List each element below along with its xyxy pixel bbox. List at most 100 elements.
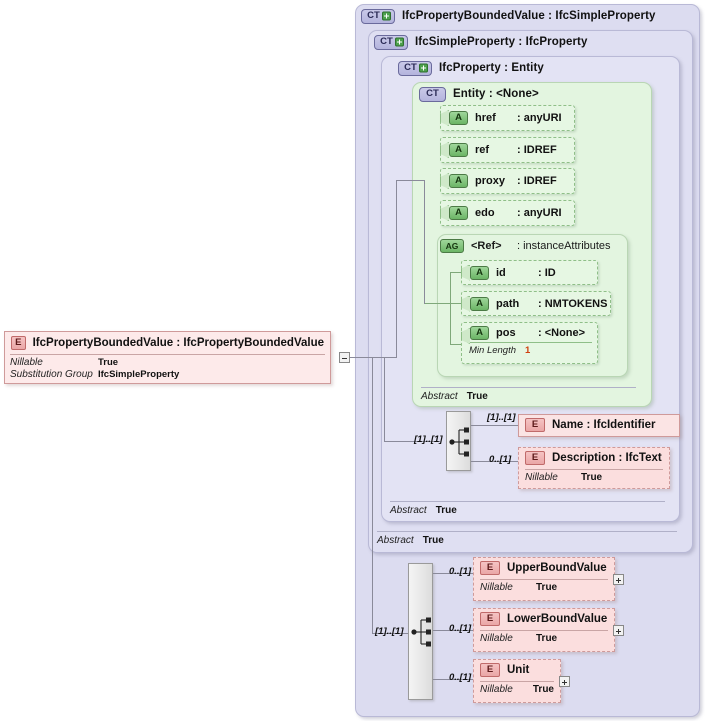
divider bbox=[421, 387, 636, 388]
connector bbox=[424, 180, 425, 304]
attribute-notch bbox=[461, 295, 470, 312]
element-header: E Name : IfcIdentifier bbox=[519, 415, 679, 435]
complex-type-expand-icon[interactable]: CT bbox=[374, 34, 408, 50]
attribute-proxy[interactable]: A proxy : IDREF bbox=[440, 168, 575, 194]
divider bbox=[480, 681, 554, 682]
root-element-box[interactable]: E IfcPropertyBoundedValue : IfcPropertyB… bbox=[4, 331, 331, 384]
element-header: E Description : IfcText bbox=[519, 448, 669, 468]
attribute-name: proxy bbox=[475, 175, 505, 187]
property-key: Nillable bbox=[525, 472, 558, 483]
connector bbox=[384, 357, 385, 441]
divider bbox=[480, 630, 608, 631]
connector bbox=[384, 441, 440, 442]
property-row: Nillable True bbox=[474, 631, 614, 647]
element-title: Description : IfcText bbox=[552, 452, 662, 464]
connector bbox=[396, 180, 397, 358]
sequence-compositor-bounded[interactable] bbox=[408, 563, 433, 700]
attribute-name: href bbox=[475, 112, 496, 124]
facet-value: 1 bbox=[525, 345, 531, 356]
attribute-icon: A bbox=[470, 265, 489, 280]
complex-type-title: IfcPropertyBoundedValue : IfcSimplePrope… bbox=[402, 10, 656, 22]
sequence-compositor-property[interactable] bbox=[446, 411, 471, 471]
attribute-icon: A bbox=[449, 143, 468, 157]
root-element-collapse-toggle[interactable] bbox=[339, 352, 350, 363]
element-icon: E bbox=[11, 336, 26, 350]
property-value: True bbox=[532, 684, 554, 695]
attribute-group-header[interactable]: AG <Ref> : instanceAttributes bbox=[440, 236, 611, 256]
attribute-id[interactable]: A id : ID bbox=[461, 260, 598, 285]
attribute-notch bbox=[440, 142, 449, 158]
element-box-unit[interactable]: E Unit Nillable True bbox=[473, 659, 561, 703]
element-title: LowerBoundValue bbox=[507, 613, 608, 625]
attribute-type: : IDREF bbox=[517, 144, 557, 156]
complex-type-header-ifcproperty[interactable]: CT IfcProperty : Entity bbox=[398, 57, 544, 79]
complex-type-title: IfcSimpleProperty : IfcProperty bbox=[415, 36, 588, 48]
divider bbox=[377, 531, 677, 532]
attribute-path[interactable]: A path : NMTOKENS bbox=[461, 291, 611, 316]
attribute-type: : IDREF bbox=[517, 175, 557, 187]
attribute-name: path bbox=[496, 297, 520, 310]
attribute-ref[interactable]: A ref : IDREF bbox=[440, 137, 575, 163]
attribute-type: : anyURI bbox=[517, 207, 562, 219]
property-key: Nillable bbox=[480, 633, 513, 644]
cardinality-label-property-sequence: [1]..[1] bbox=[414, 434, 443, 445]
property-row: Nillable True bbox=[474, 682, 560, 698]
attribute-group-connector bbox=[450, 272, 462, 273]
complex-type-title: IfcProperty : Entity bbox=[439, 62, 544, 74]
element-box-lowerboundvalue[interactable]: E LowerBoundValue Nillable True bbox=[473, 608, 615, 652]
element-icon: E bbox=[525, 418, 545, 432]
property-key: Substitution Group bbox=[10, 369, 93, 380]
expand-toggle-unit[interactable] bbox=[559, 676, 570, 687]
complex-type-expand-icon[interactable]: CT bbox=[361, 8, 395, 24]
abstract-value: True bbox=[422, 535, 444, 546]
facet-label: Min Length bbox=[469, 345, 517, 356]
expand-toggle-lowerboundvalue[interactable] bbox=[613, 625, 624, 636]
sequence-icon bbox=[411, 617, 431, 647]
cardinality-label-bounded-sequence: [1]..[1] bbox=[375, 626, 404, 637]
connector bbox=[471, 461, 518, 462]
connector bbox=[433, 630, 473, 631]
attribute-group-type: : instanceAttributes bbox=[517, 240, 611, 252]
cardinality-label-unit: 0..[1] bbox=[449, 672, 472, 683]
root-element-header: E IfcPropertyBoundedValue : IfcPropertyB… bbox=[5, 332, 330, 354]
attribute-group-name: <Ref> bbox=[471, 240, 502, 252]
property-row: Nillable True bbox=[519, 470, 669, 486]
attribute-icon: A bbox=[470, 326, 489, 340]
property-key: Nillable bbox=[480, 684, 513, 695]
property-value: True bbox=[536, 582, 558, 593]
property-row: Nillable True bbox=[474, 580, 614, 596]
element-box-name[interactable]: E Name : IfcIdentifier bbox=[518, 414, 680, 437]
attribute-group-icon: AG bbox=[440, 239, 464, 253]
connector bbox=[350, 357, 396, 358]
cardinality-label-lowerboundvalue: 0..[1] bbox=[449, 623, 472, 634]
attribute-name: id bbox=[496, 266, 506, 279]
ifcproperty-abstract-footer: Abstract True bbox=[390, 501, 672, 516]
cardinality-label-name: [1]..[1] bbox=[487, 412, 516, 423]
complex-type-header-ifcpropertyboundedvalue[interactable]: CT IfcPropertyBoundedValue : IfcSimplePr… bbox=[361, 5, 656, 27]
attribute-group-connector bbox=[450, 272, 451, 344]
divider bbox=[390, 501, 665, 502]
attribute-type: : <None> bbox=[538, 327, 586, 339]
entity-header[interactable]: CT Entity : <None> bbox=[419, 84, 539, 104]
abstract-value: True bbox=[466, 391, 488, 402]
expand-toggle-upperboundvalue[interactable] bbox=[613, 574, 624, 585]
connector bbox=[433, 679, 473, 680]
attribute-notch bbox=[440, 173, 449, 189]
attribute-name: edo bbox=[475, 207, 495, 219]
complex-type-header-ifcsimpleproperty[interactable]: CT IfcSimpleProperty : IfcProperty bbox=[374, 31, 587, 53]
abstract-label: Abstract bbox=[390, 505, 427, 516]
attribute-pos[interactable]: A pos : <None> Min Length 1 bbox=[461, 322, 598, 364]
attribute-type: : NMTOKENS bbox=[538, 297, 608, 310]
element-box-upperboundvalue[interactable]: E UpperBoundValue Nillable True bbox=[473, 557, 615, 601]
attribute-edo[interactable]: A edo : anyURI bbox=[440, 200, 575, 226]
attribute-href[interactable]: A href : anyURI bbox=[440, 105, 575, 131]
entity-abstract-footer: Abstract True bbox=[421, 387, 646, 402]
connector bbox=[471, 425, 518, 426]
element-icon: E bbox=[480, 663, 500, 677]
ifcsimpleproperty-abstract-footer: Abstract True bbox=[377, 531, 685, 546]
complex-type-icon: CT bbox=[419, 86, 446, 102]
complex-type-expand-icon[interactable]: CT bbox=[398, 60, 432, 76]
connector bbox=[372, 357, 373, 633]
element-box-description[interactable]: E Description : IfcText Nillable True bbox=[518, 447, 670, 489]
cardinality-label-description: 0..[1] bbox=[489, 454, 512, 465]
